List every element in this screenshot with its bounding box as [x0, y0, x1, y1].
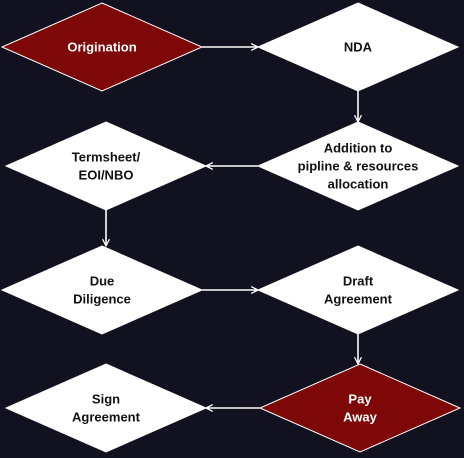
node-label: Agreement: [72, 410, 141, 425]
node-label: Draft: [343, 274, 374, 289]
node-label: NDA: [344, 40, 373, 55]
node-label: Due: [90, 274, 115, 289]
node-label: allocation: [328, 177, 389, 192]
diamond-shape: [0, 2, 204, 92]
diamond-shape: [0, 245, 204, 335]
diamond-shape: [4, 121, 208, 211]
diamond-shape: [256, 2, 460, 92]
node-termsheet: Termsheet/EOI/NBO: [4, 121, 208, 211]
node-origination: Origination: [0, 2, 204, 92]
node-label: Pay: [348, 392, 372, 407]
node-label: Termsheet/: [72, 150, 141, 165]
diamond-shape: [4, 363, 208, 453]
diamond-shape: [258, 363, 462, 453]
diamond-shape: [256, 245, 460, 335]
node-nda: NDA: [256, 2, 460, 92]
node-label: Agreement: [324, 292, 393, 307]
node-label: Away: [343, 410, 377, 425]
node-label: Diligence: [73, 292, 131, 307]
node-label: Addition to: [324, 141, 393, 156]
diamond-shape: [256, 121, 460, 211]
node-label: Sign: [92, 392, 120, 407]
node-label: EOI/NBO: [79, 168, 134, 183]
node-addition: Addition to pipline & resources allocation: [256, 121, 460, 211]
node-label: Origination: [67, 40, 136, 55]
node-label: pipline & resources: [298, 159, 419, 174]
connectors: [102, 43, 362, 412]
